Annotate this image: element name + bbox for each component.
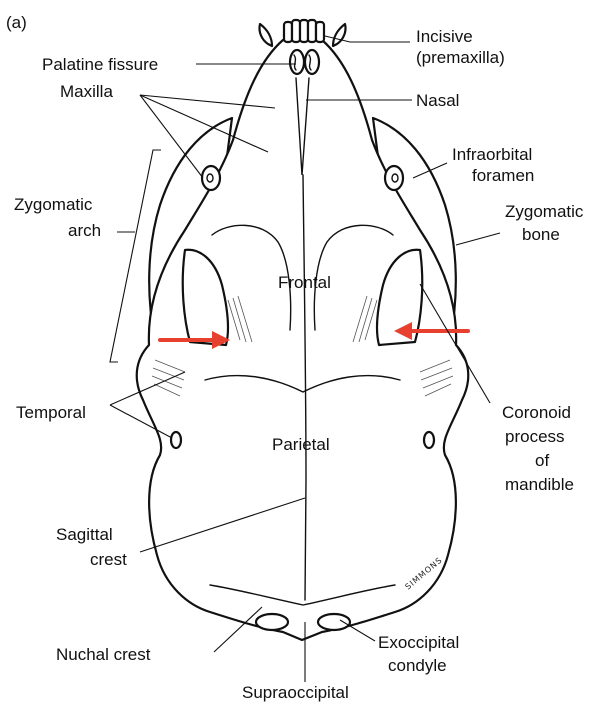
label-frontal: Frontal xyxy=(278,273,331,292)
label-zygomatic-arch-sub: arch xyxy=(68,221,101,240)
incisor-teeth xyxy=(284,20,324,42)
label-temporal: Temporal xyxy=(16,403,86,422)
label-sagittal-crest: crest xyxy=(90,550,127,569)
label-zygomatic-bone: Zygomatic xyxy=(505,202,584,221)
label-infraorbital: Infraorbital xyxy=(452,145,532,164)
label-palatine-fissure: Palatine fissure xyxy=(42,55,158,74)
panel-label: (a) xyxy=(6,13,27,32)
label-coronoid-of: of xyxy=(535,451,549,470)
label-parietal: Parietal xyxy=(272,435,330,454)
label-supraoccipital: Supraoccipital xyxy=(242,683,349,702)
label-exoccipital-condyle: condyle xyxy=(388,656,447,675)
label-coronoid-mandible: mandible xyxy=(505,475,574,494)
label-incisive-sub: (premaxilla) xyxy=(416,48,505,67)
label-sagittal: Sagittal xyxy=(56,525,113,544)
label-zygomatic-arch: Zygomatic xyxy=(14,195,93,214)
label-coronoid: Coronoid xyxy=(502,403,571,422)
label-nasal: Nasal xyxy=(416,91,459,110)
label-coronoid-process: process xyxy=(505,427,565,446)
label-nuchal-crest: Nuchal crest xyxy=(56,645,151,664)
label-incisive: Incisive xyxy=(416,27,473,46)
label-zygomatic-bone-sub: bone xyxy=(522,225,560,244)
label-maxilla: Maxilla xyxy=(60,82,113,101)
label-exoccipital: Exoccipital xyxy=(378,633,459,652)
label-infraorbital-sub: foramen xyxy=(472,166,534,185)
